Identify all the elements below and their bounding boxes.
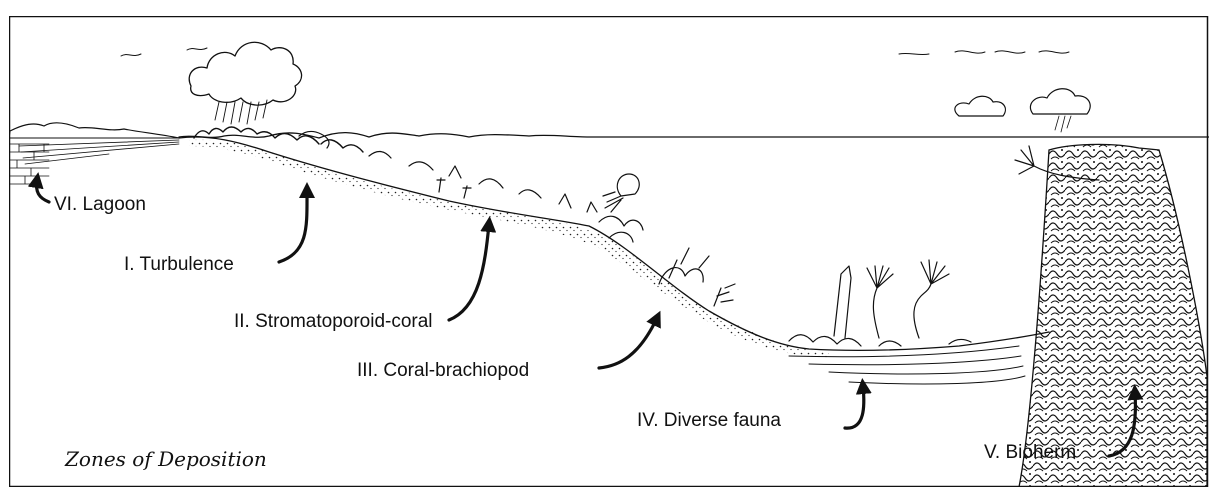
lagoon-shore xyxy=(9,123,179,184)
sea-surface xyxy=(179,133,1209,138)
basin-fauna xyxy=(789,260,971,346)
depositional-profile-diagram: VI. Lagoon I. Turbulence II. Stromatopor… xyxy=(9,16,1209,487)
storm-cloud xyxy=(189,42,301,124)
bioherm-mound xyxy=(789,144,1207,487)
zone-label-diverse-fauna: IV. Diverse fauna xyxy=(637,410,781,431)
diagram-caption: Zones of Deposition xyxy=(64,447,267,471)
zone-arrows xyxy=(37,180,1136,456)
diagram-frame: VI. Lagoon I. Turbulence II. Stromatopor… xyxy=(9,16,1209,487)
zone-label-turbulence: I. Turbulence xyxy=(124,254,234,275)
zone-label-coral-brachiopod: III. Coral-brachiopod xyxy=(357,360,529,381)
zone-label-lagoon: VI. Lagoon xyxy=(54,194,146,215)
distant-clouds xyxy=(121,48,1090,132)
cephalopod-illustration xyxy=(603,174,639,212)
zone-label-bioherm: V. Bioherm xyxy=(984,442,1076,463)
zone-label-stromatoporoid-coral: II. Stromatoporoid-coral xyxy=(234,311,433,332)
